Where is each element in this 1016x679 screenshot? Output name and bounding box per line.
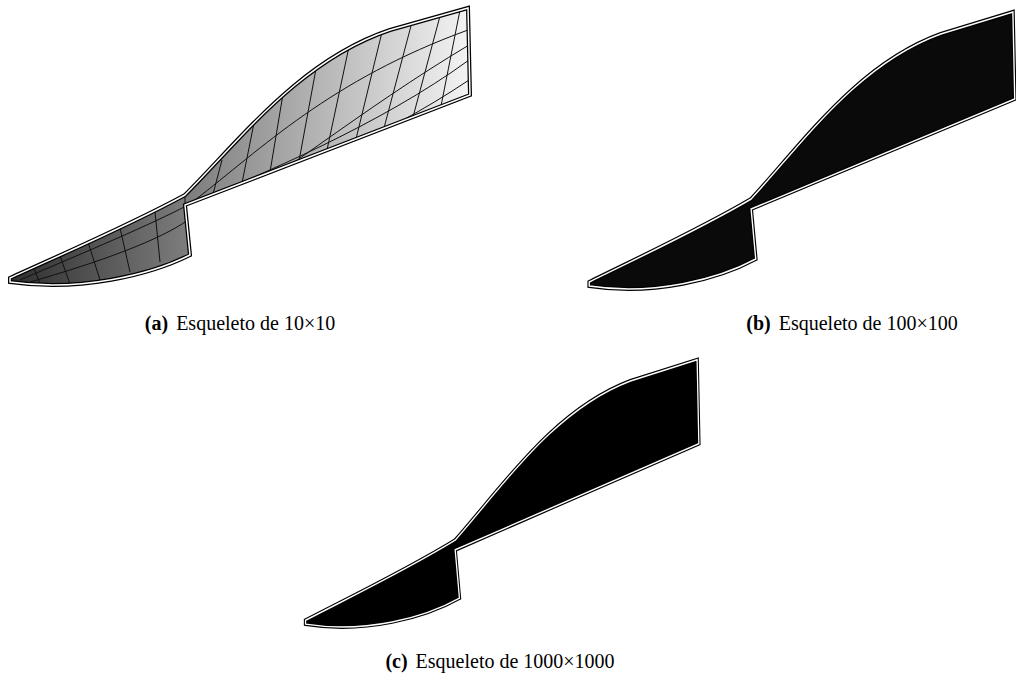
subfigure-caption: (c) Esqueleto de 1000×1000 xyxy=(385,650,614,673)
caption-text: Esqueleto de 10×10 xyxy=(176,312,335,335)
subfigure-letter: (a) xyxy=(145,312,168,335)
subfigure-letter: (b) xyxy=(746,312,770,335)
blade-coarse xyxy=(10,8,470,285)
subfigure-caption: (a) Esqueleto de 10×10 xyxy=(145,312,335,335)
subfigure-letter: (c) xyxy=(385,650,407,673)
blade-very-fine xyxy=(306,360,699,627)
subfigure-caption: (b) Esqueleto de 100×100 xyxy=(746,312,957,335)
blade-fine xyxy=(589,12,1015,289)
caption-text: Esqueleto de 100×100 xyxy=(779,312,958,335)
caption-text: Esqueleto de 1000×1000 xyxy=(416,650,615,673)
